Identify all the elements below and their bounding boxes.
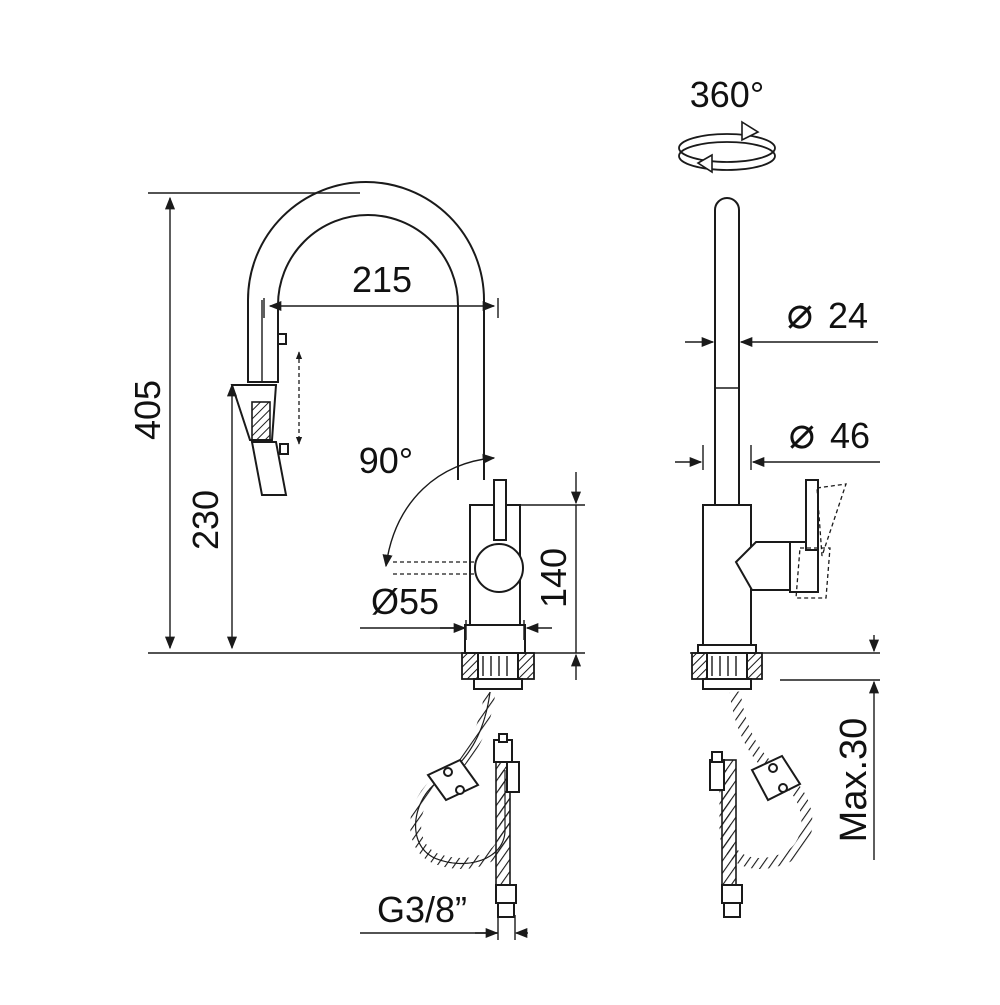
front-lever [493,479,507,541]
front-view: 405 230 215 140 90° Ø55 G3/8” [127,181,585,940]
side-hose [719,691,813,869]
dim-360-label: 360° [690,74,764,115]
side-hose-clip [750,754,802,802]
dim-55-label: Ø55 [371,581,439,622]
front-spout [247,181,485,480]
dim-140-label: 140 [533,548,574,608]
front-base-ring [464,624,526,654]
dim-46-label: 46 [830,415,870,456]
side-lever [805,479,819,551]
dim-405-label: 405 [127,380,168,440]
dim-max30-label: Max.30 [833,718,875,843]
dim-24-symbol: ⌀ [787,289,814,338]
dim-90-label: 90° [359,440,413,481]
front-handle-knob [474,543,524,593]
front-hose-clip [426,758,480,802]
dim-230-label: 230 [185,490,226,550]
dim-g38-label: G3/8” [377,889,467,930]
rotation-360-icon [678,120,776,174]
front-connector-g38 [495,884,517,904]
dim-215-label: 215 [352,259,412,300]
side-view: 360° [675,74,880,918]
side-connector [721,884,743,904]
side-spout-tube [714,197,740,505]
spray-head [230,333,289,496]
dim-46-symbol: ⌀ [789,409,816,458]
side-lever-ghost [795,483,847,599]
lever-rotation-arrow [382,453,496,568]
dim-24-label: 24 [828,295,868,336]
